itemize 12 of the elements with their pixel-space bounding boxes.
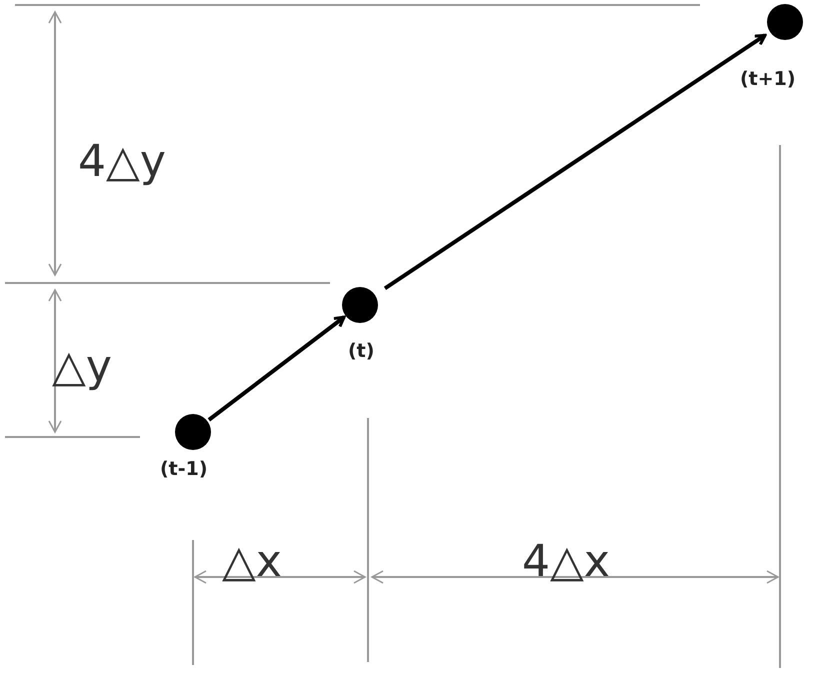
time-label: (t-1) — [160, 458, 208, 480]
dimension-label: 4△y — [78, 140, 166, 184]
dimension-label: △y — [52, 345, 112, 389]
dot-marker — [342, 287, 378, 323]
time-label: (t+1) — [740, 68, 796, 90]
dimension-label: 4△x — [522, 540, 610, 584]
time-label: (t) — [348, 340, 374, 362]
dimension-label: △x — [222, 540, 282, 584]
arrow — [384, 34, 767, 290]
dot-marker — [767, 4, 803, 40]
arrow — [208, 316, 346, 422]
dot-marker — [175, 414, 211, 450]
